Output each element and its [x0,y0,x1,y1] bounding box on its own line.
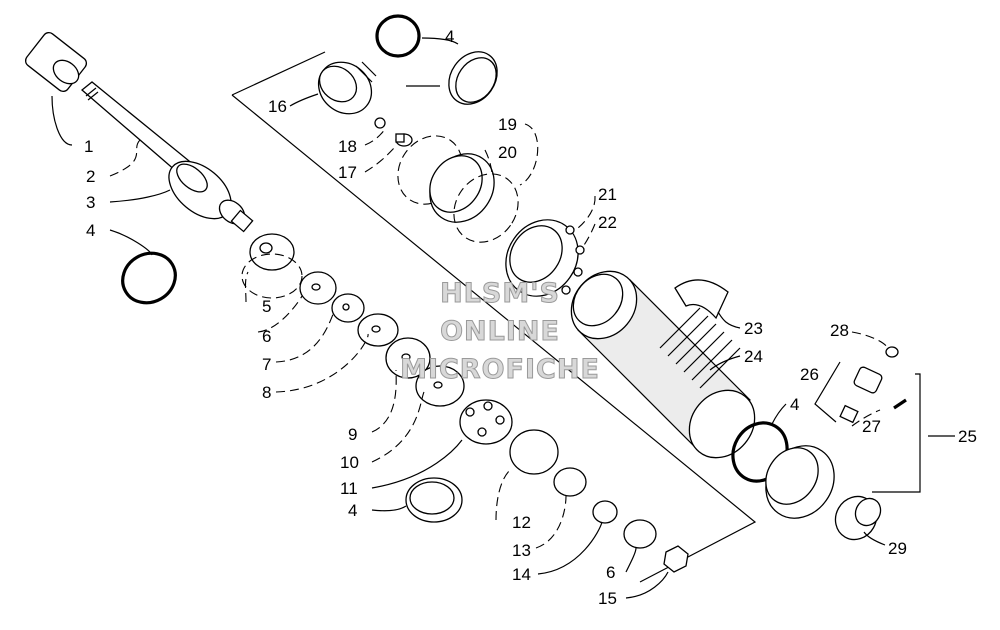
part-21-spring-adjuster [505,219,585,297]
part-4-ring-band-lower [405,477,463,523]
part-4-ring-band-top [448,51,498,105]
part-29-bushing [834,495,882,541]
callout-20: 20 [498,143,517,162]
callout-9: 9 [348,425,357,444]
part-20-ring-outline [453,173,519,243]
callout-22: 22 [598,213,617,232]
part-body-end [765,445,835,519]
callout-4a: 4 [86,221,95,240]
watermark-line-2: ONLINE [440,316,560,347]
watermark-line-3: MICROFICHE [400,354,600,385]
leader-lines [51,37,955,599]
part-15-nut [663,545,689,573]
callout-4-top: 4 [445,27,454,46]
part-3-seal-head [168,160,254,233]
callout-3: 3 [86,193,95,212]
callout-4b: 4 [348,501,357,520]
callout-labels: 1 2 3 4 4 5 6 7 8 9 10 11 4 12 13 14 6 1… [84,27,977,608]
part-1-eye-cap [24,32,88,92]
part-24-shock-body [570,270,756,459]
callout-26: 26 [800,365,819,384]
callout-12: 12 [512,513,531,532]
part-4-o-ring-left [121,251,177,305]
callout-14: 14 [512,565,531,584]
group-25-bracket [872,373,921,493]
callout-23: 23 [744,319,763,338]
part-12-disc [509,429,559,475]
callout-11: 11 [340,479,358,498]
callout-19: 19 [498,115,517,134]
part-4-o-ring-top [375,14,421,58]
part-26-valve-assembly [839,366,883,424]
callout-21: 21 [598,185,617,204]
part-27-pin [893,398,907,410]
callout-10: 10 [340,453,359,472]
callout-7: 7 [262,355,271,374]
callout-5: 5 [262,297,271,316]
callout-17: 17 [338,163,357,182]
callout-6b: 6 [606,563,615,582]
part-18-small-o-ring [374,117,386,129]
part-9-shim [385,337,431,379]
part-6-washer-lower [623,519,657,549]
part-6-washer [299,271,337,305]
part-8-shim [357,313,399,347]
part-13-washer [553,467,587,497]
callout-1: 1 [84,137,93,156]
callout-16: 16 [268,97,287,116]
group-26-bracket [814,361,841,423]
part-7-shim [331,293,365,323]
callout-6a: 6 [262,327,271,346]
callout-27: 27 [862,417,881,436]
callout-15: 15 [598,589,617,608]
part-5-washer [249,233,295,271]
part-14-washer [592,500,618,524]
part-28-screw [885,346,899,358]
callout-13: 13 [512,541,531,560]
part-17-valve [395,133,413,147]
callout-29: 29 [888,539,907,558]
callout-4c: 4 [790,395,799,414]
callout-28: 28 [830,321,849,340]
callout-8: 8 [262,383,271,402]
watermark-line-1: HLSM'S [440,278,560,309]
part-23-clip [674,279,729,320]
part-5-outline [241,253,303,299]
part-16-reservoir-cap [317,61,377,115]
callout-18: 18 [338,137,357,156]
watermark: HLSM'S ONLINE MICROFICHE [400,278,600,386]
callout-24: 24 [744,347,763,366]
callout-2: 2 [86,167,95,186]
part-11-piston [459,399,513,445]
part-10-shim [415,365,465,407]
callout-25: 25 [958,427,977,446]
part-20-piston [429,153,495,223]
